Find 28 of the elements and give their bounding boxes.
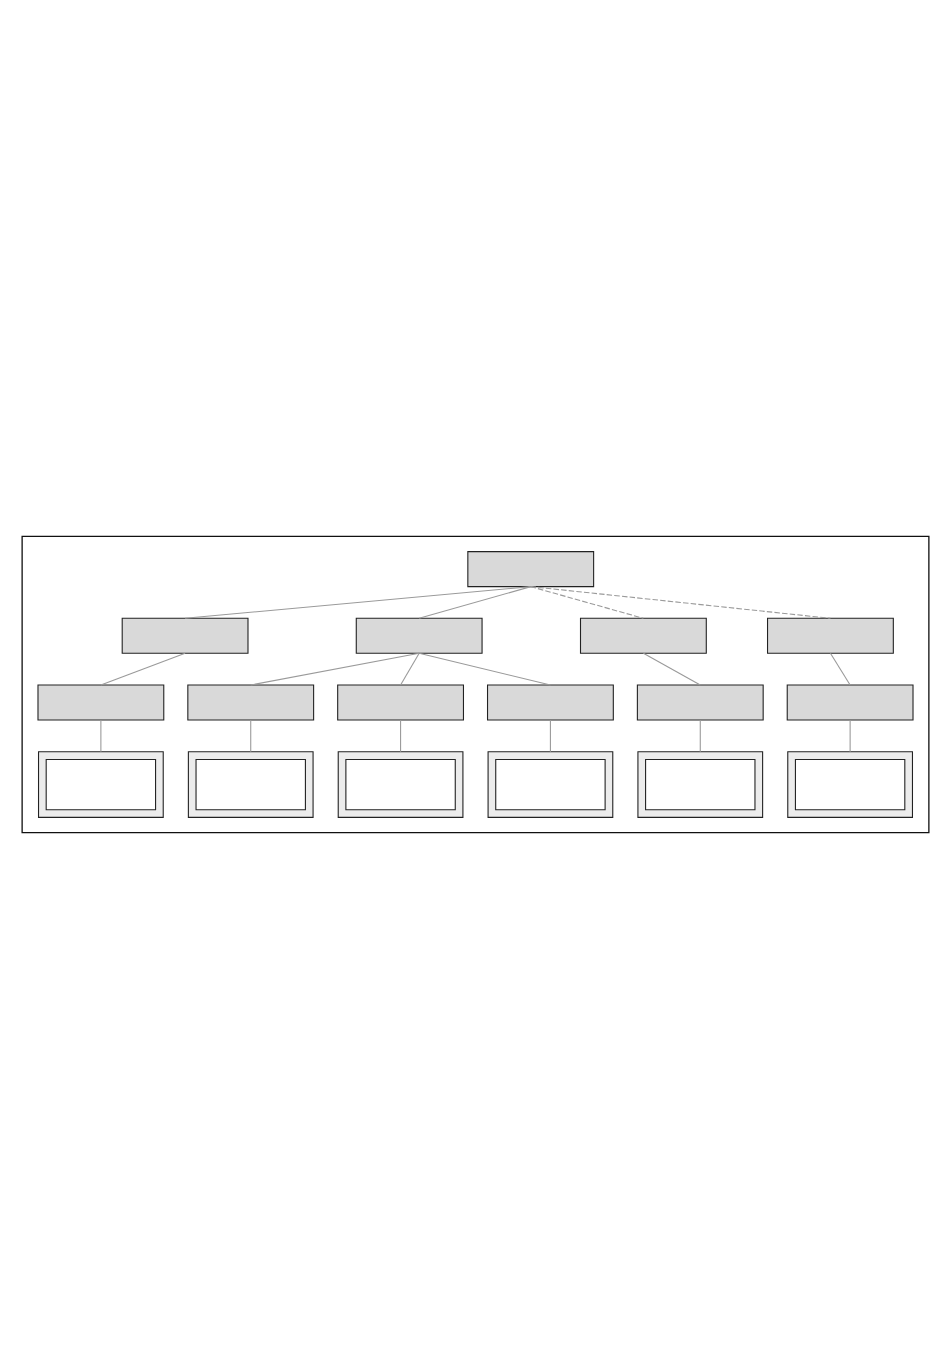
connector bbox=[529, 586, 644, 619]
connector bbox=[99, 652, 186, 686]
cluster bbox=[20, 535, 930, 834]
connector bbox=[418, 652, 551, 686]
node-box bbox=[466, 551, 594, 588]
node-box bbox=[355, 617, 483, 654]
node-box bbox=[579, 617, 707, 654]
node-box bbox=[636, 684, 764, 721]
connector bbox=[249, 652, 420, 686]
node-box bbox=[786, 684, 914, 721]
node-box bbox=[766, 617, 894, 654]
connector bbox=[529, 586, 831, 619]
node-box bbox=[36, 684, 164, 721]
connector bbox=[99, 719, 101, 753]
connector bbox=[829, 652, 851, 686]
connector bbox=[399, 652, 420, 686]
connector bbox=[549, 719, 551, 753]
connector bbox=[184, 586, 531, 619]
node-box bbox=[121, 617, 249, 654]
connector bbox=[699, 719, 701, 753]
connector bbox=[849, 719, 851, 753]
connector bbox=[642, 652, 701, 686]
node-box bbox=[486, 684, 614, 721]
connector bbox=[249, 719, 251, 753]
connector bbox=[399, 719, 401, 753]
node-box bbox=[186, 684, 314, 721]
node-box bbox=[336, 684, 464, 721]
connector bbox=[418, 586, 531, 619]
